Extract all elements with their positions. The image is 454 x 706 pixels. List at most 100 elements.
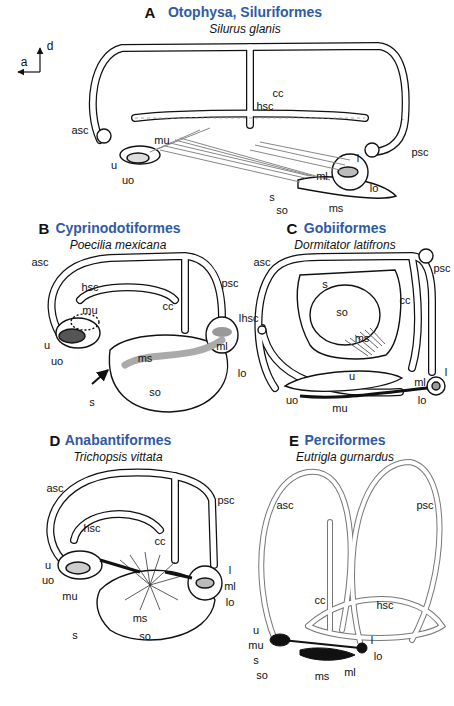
lagenar-macula <box>212 327 232 337</box>
panel-letter: E <box>289 433 299 448</box>
part-label: asc <box>253 257 270 268</box>
hair-cell-bundles <box>150 128 350 182</box>
part-label: mu <box>248 640 263 651</box>
canal <box>328 522 332 630</box>
part-label: uo <box>51 356 63 367</box>
part-label: l <box>371 635 373 646</box>
panel-letter: B <box>39 221 50 236</box>
axis-label: d <box>47 40 54 52</box>
part-label: asc <box>46 483 63 494</box>
part-label: u <box>253 625 259 636</box>
part-label: so <box>256 670 268 681</box>
part-label: psc <box>217 495 234 506</box>
panel-letter: A <box>145 5 156 20</box>
canal-lumen <box>261 462 442 642</box>
hair-cell-bundles <box>120 552 185 610</box>
lagenar-macula <box>432 382 440 390</box>
canal <box>93 46 406 152</box>
saccule <box>109 335 227 412</box>
part-label: mu <box>82 305 97 316</box>
part-label: so <box>149 387 161 398</box>
part-label: mu <box>154 135 169 146</box>
part-label: cc <box>315 595 326 606</box>
part-label: lo <box>226 597 235 608</box>
panel-letter: C <box>287 221 298 236</box>
part-label: ms <box>315 671 330 682</box>
lagena <box>427 377 445 395</box>
part-label: hsc <box>376 600 393 611</box>
saccular-macula <box>125 340 222 365</box>
part-label: lo <box>370 183 379 194</box>
utricle <box>56 318 100 348</box>
lagenar-macula <box>196 578 214 588</box>
order-name: Gobiiformes <box>304 221 386 235</box>
part-label: u <box>349 371 355 382</box>
axis-arrows <box>18 48 40 72</box>
lagena <box>188 566 222 600</box>
canal <box>261 472 350 640</box>
part-label: hsc <box>241 313 258 324</box>
axis-arrow <box>39 48 40 72</box>
part-label: l <box>239 313 241 324</box>
part-label: ms <box>138 353 153 364</box>
part-label: lo <box>418 395 427 406</box>
ampulla <box>258 326 266 334</box>
saccule <box>297 270 401 359</box>
part-label: uo <box>286 395 298 406</box>
canal <box>135 114 365 119</box>
part-label: ml <box>216 341 228 352</box>
canal <box>261 472 350 640</box>
species-name: Trichopsis vittata <box>73 451 162 463</box>
utricle <box>120 146 160 164</box>
part-label: s <box>72 630 78 641</box>
canal <box>352 462 439 642</box>
part-label: so <box>336 307 348 318</box>
part-label: mu <box>332 403 347 414</box>
hair-cell-bundles <box>345 328 385 356</box>
otolith-organs <box>97 129 396 198</box>
utricular-otolith <box>66 562 90 574</box>
part-label: so <box>139 631 151 642</box>
axis-label: a <box>21 56 28 68</box>
part-label: psc <box>433 263 450 274</box>
part-label: mu <box>62 591 77 602</box>
ampulla <box>97 129 111 143</box>
nerve-branch <box>100 560 192 578</box>
otolith-organs <box>270 634 367 660</box>
part-label: psc <box>411 147 428 158</box>
part-label: asc <box>276 500 293 511</box>
part-label: s <box>253 655 259 666</box>
part-label: ml <box>316 171 328 182</box>
part-label: hsc <box>256 101 273 112</box>
part-label: u <box>111 160 117 171</box>
part-label: uo <box>122 175 134 186</box>
species-name: Dormitator latifrons <box>294 239 395 251</box>
otolith-organs <box>58 551 222 640</box>
order-name: Anabantiformes <box>65 433 172 447</box>
part-label: ms <box>355 333 370 344</box>
part-label: ml <box>224 581 236 592</box>
order-name: Perciformes <box>305 433 386 447</box>
species-name: Poecilia mexicana <box>70 239 167 251</box>
canal-outline <box>261 462 442 642</box>
part-label: hsc <box>81 282 98 293</box>
canal <box>172 476 178 560</box>
panel-letter: D <box>50 433 61 448</box>
hidden-canal <box>135 118 365 119</box>
axis-arrow <box>18 71 40 72</box>
saccular-otolith <box>310 285 380 345</box>
saccule <box>300 648 355 660</box>
part-label: cc <box>163 301 174 312</box>
part-label: ml <box>414 377 426 388</box>
utricular-otolith <box>59 329 85 343</box>
part-label: hsc <box>83 523 100 534</box>
part-label: ms <box>133 613 148 624</box>
pointer-arrow <box>92 370 108 384</box>
part-label: asc <box>71 125 88 136</box>
order-name: Otophysa, Siluriformes <box>168 5 322 19</box>
canal <box>412 257 418 368</box>
canal <box>93 46 406 152</box>
otolith-organs <box>258 249 445 395</box>
